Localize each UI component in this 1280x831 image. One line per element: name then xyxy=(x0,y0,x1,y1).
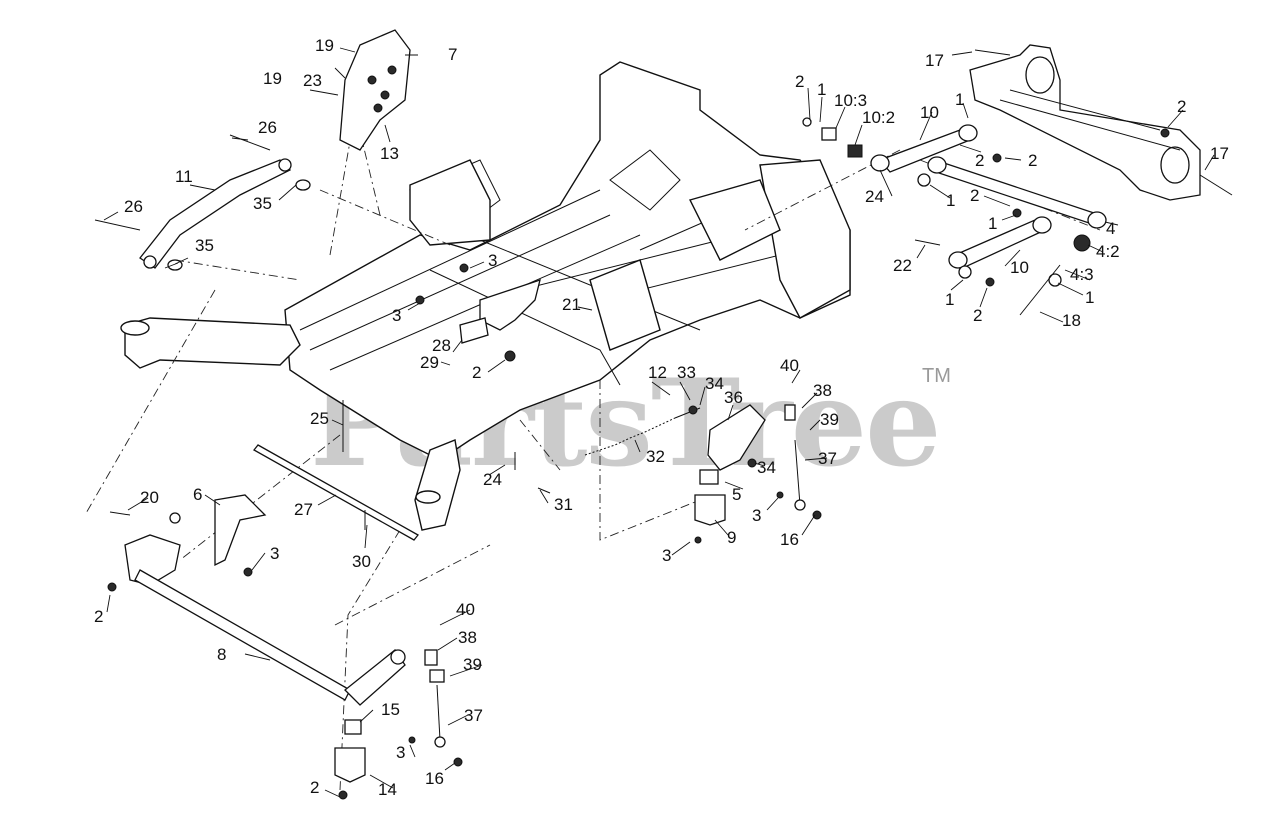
callout-37: 37 xyxy=(464,706,483,725)
callout-1: 1 xyxy=(817,80,826,99)
control-bracket xyxy=(339,29,411,151)
rod-right xyxy=(784,404,806,511)
callout-1: 1 xyxy=(945,290,954,309)
callout-2: 2 xyxy=(1177,97,1186,116)
rear-axle-assembly xyxy=(969,44,1201,201)
callout-6: 6 xyxy=(193,485,202,504)
link-cross xyxy=(927,156,1107,229)
callout-21: 21 xyxy=(562,295,581,314)
pivot-bracket xyxy=(707,404,766,471)
callout-3: 3 xyxy=(752,506,761,525)
callout-2: 2 xyxy=(973,306,982,325)
callout-2: 2 xyxy=(1028,151,1037,170)
callout-17: 17 xyxy=(925,51,944,70)
callout-1: 1 xyxy=(955,90,964,109)
callout-9: 9 xyxy=(727,528,736,547)
callout-18: 18 xyxy=(1062,311,1081,330)
callout-8: 8 xyxy=(217,645,226,664)
callout-38: 38 xyxy=(813,381,832,400)
watermark-trademark: TM xyxy=(922,365,951,387)
callout-4-3: 4:3 xyxy=(1070,265,1094,284)
callout-16: 16 xyxy=(780,530,799,549)
callout-34: 34 xyxy=(705,374,724,393)
callout-27: 27 xyxy=(294,500,313,519)
bushings xyxy=(802,49,1233,316)
callout-29: 29 xyxy=(420,353,439,372)
callout-31: 31 xyxy=(554,495,573,514)
callout-10-3: 10:3 xyxy=(834,91,867,110)
callout-19: 19 xyxy=(263,69,282,88)
callout-40: 40 xyxy=(780,356,799,375)
callout-14: 14 xyxy=(378,780,397,799)
rod-lower xyxy=(334,649,446,783)
callout-23: 23 xyxy=(303,71,322,90)
leader-lines xyxy=(103,47,1215,798)
callout-26: 26 xyxy=(258,118,277,137)
callout-15: 15 xyxy=(381,700,400,719)
callout-3: 3 xyxy=(392,306,401,325)
callout-20: 20 xyxy=(140,488,159,507)
callout-1: 1 xyxy=(946,191,955,210)
callout-38: 38 xyxy=(458,628,477,647)
callout-39: 39 xyxy=(820,410,839,429)
callout-labels: 7 19 23 19 26 13 11 35 26 35 3 3 21 28 2… xyxy=(94,36,1229,799)
callout-24: 24 xyxy=(865,187,884,206)
callout-7: 7 xyxy=(448,45,457,64)
callout-35: 35 xyxy=(253,194,272,213)
callout-10-2: 10:2 xyxy=(862,108,895,127)
callout-11: 11 xyxy=(175,167,193,186)
pedal-linkage xyxy=(459,279,541,344)
link-upper xyxy=(870,124,978,173)
callout-19: 19 xyxy=(315,36,334,55)
callout-36: 36 xyxy=(724,388,743,407)
callout-4-2: 4:2 xyxy=(1096,242,1120,261)
callout-10: 10 xyxy=(1010,258,1029,277)
callout-3: 3 xyxy=(396,743,405,762)
callout-34: 34 xyxy=(757,458,776,477)
callout-32: 32 xyxy=(646,447,665,466)
callout-17: 17 xyxy=(1210,144,1229,163)
callout-28: 28 xyxy=(432,336,451,355)
callout-2: 2 xyxy=(970,186,979,205)
callout-2: 2 xyxy=(472,363,481,382)
callout-40: 40 xyxy=(456,600,475,619)
callout-24: 24 xyxy=(483,470,502,489)
callout-2: 2 xyxy=(310,778,319,797)
callout-39: 39 xyxy=(463,655,482,674)
callout-1: 1 xyxy=(988,214,997,233)
callout-35: 35 xyxy=(195,236,214,255)
callout-2: 2 xyxy=(94,607,103,626)
callout-5: 5 xyxy=(732,485,741,504)
callout-3: 3 xyxy=(488,251,497,270)
callout-2: 2 xyxy=(975,151,984,170)
callout-12: 12 xyxy=(648,363,667,382)
callout-33: 33 xyxy=(677,363,696,382)
hardware xyxy=(107,128,1170,800)
callout-3: 3 xyxy=(662,546,671,565)
link-lower xyxy=(948,216,1052,269)
callout-2: 2 xyxy=(795,72,804,91)
callout-37: 37 xyxy=(818,449,837,468)
callout-3: 3 xyxy=(270,544,279,563)
callout-26: 26 xyxy=(124,197,143,216)
callout-1: 1 xyxy=(1085,288,1094,307)
link-arm xyxy=(94,134,311,271)
callout-13: 13 xyxy=(380,144,399,163)
callout-30: 30 xyxy=(352,552,371,571)
callout-4: 4 xyxy=(1106,219,1115,238)
main-frame xyxy=(120,61,851,531)
callout-25: 25 xyxy=(310,409,329,428)
long-rod xyxy=(253,444,419,541)
callout-10: 10 xyxy=(920,103,939,122)
front-shaft xyxy=(124,494,406,706)
callout-22: 22 xyxy=(893,256,912,275)
callout-16: 16 xyxy=(425,769,444,788)
